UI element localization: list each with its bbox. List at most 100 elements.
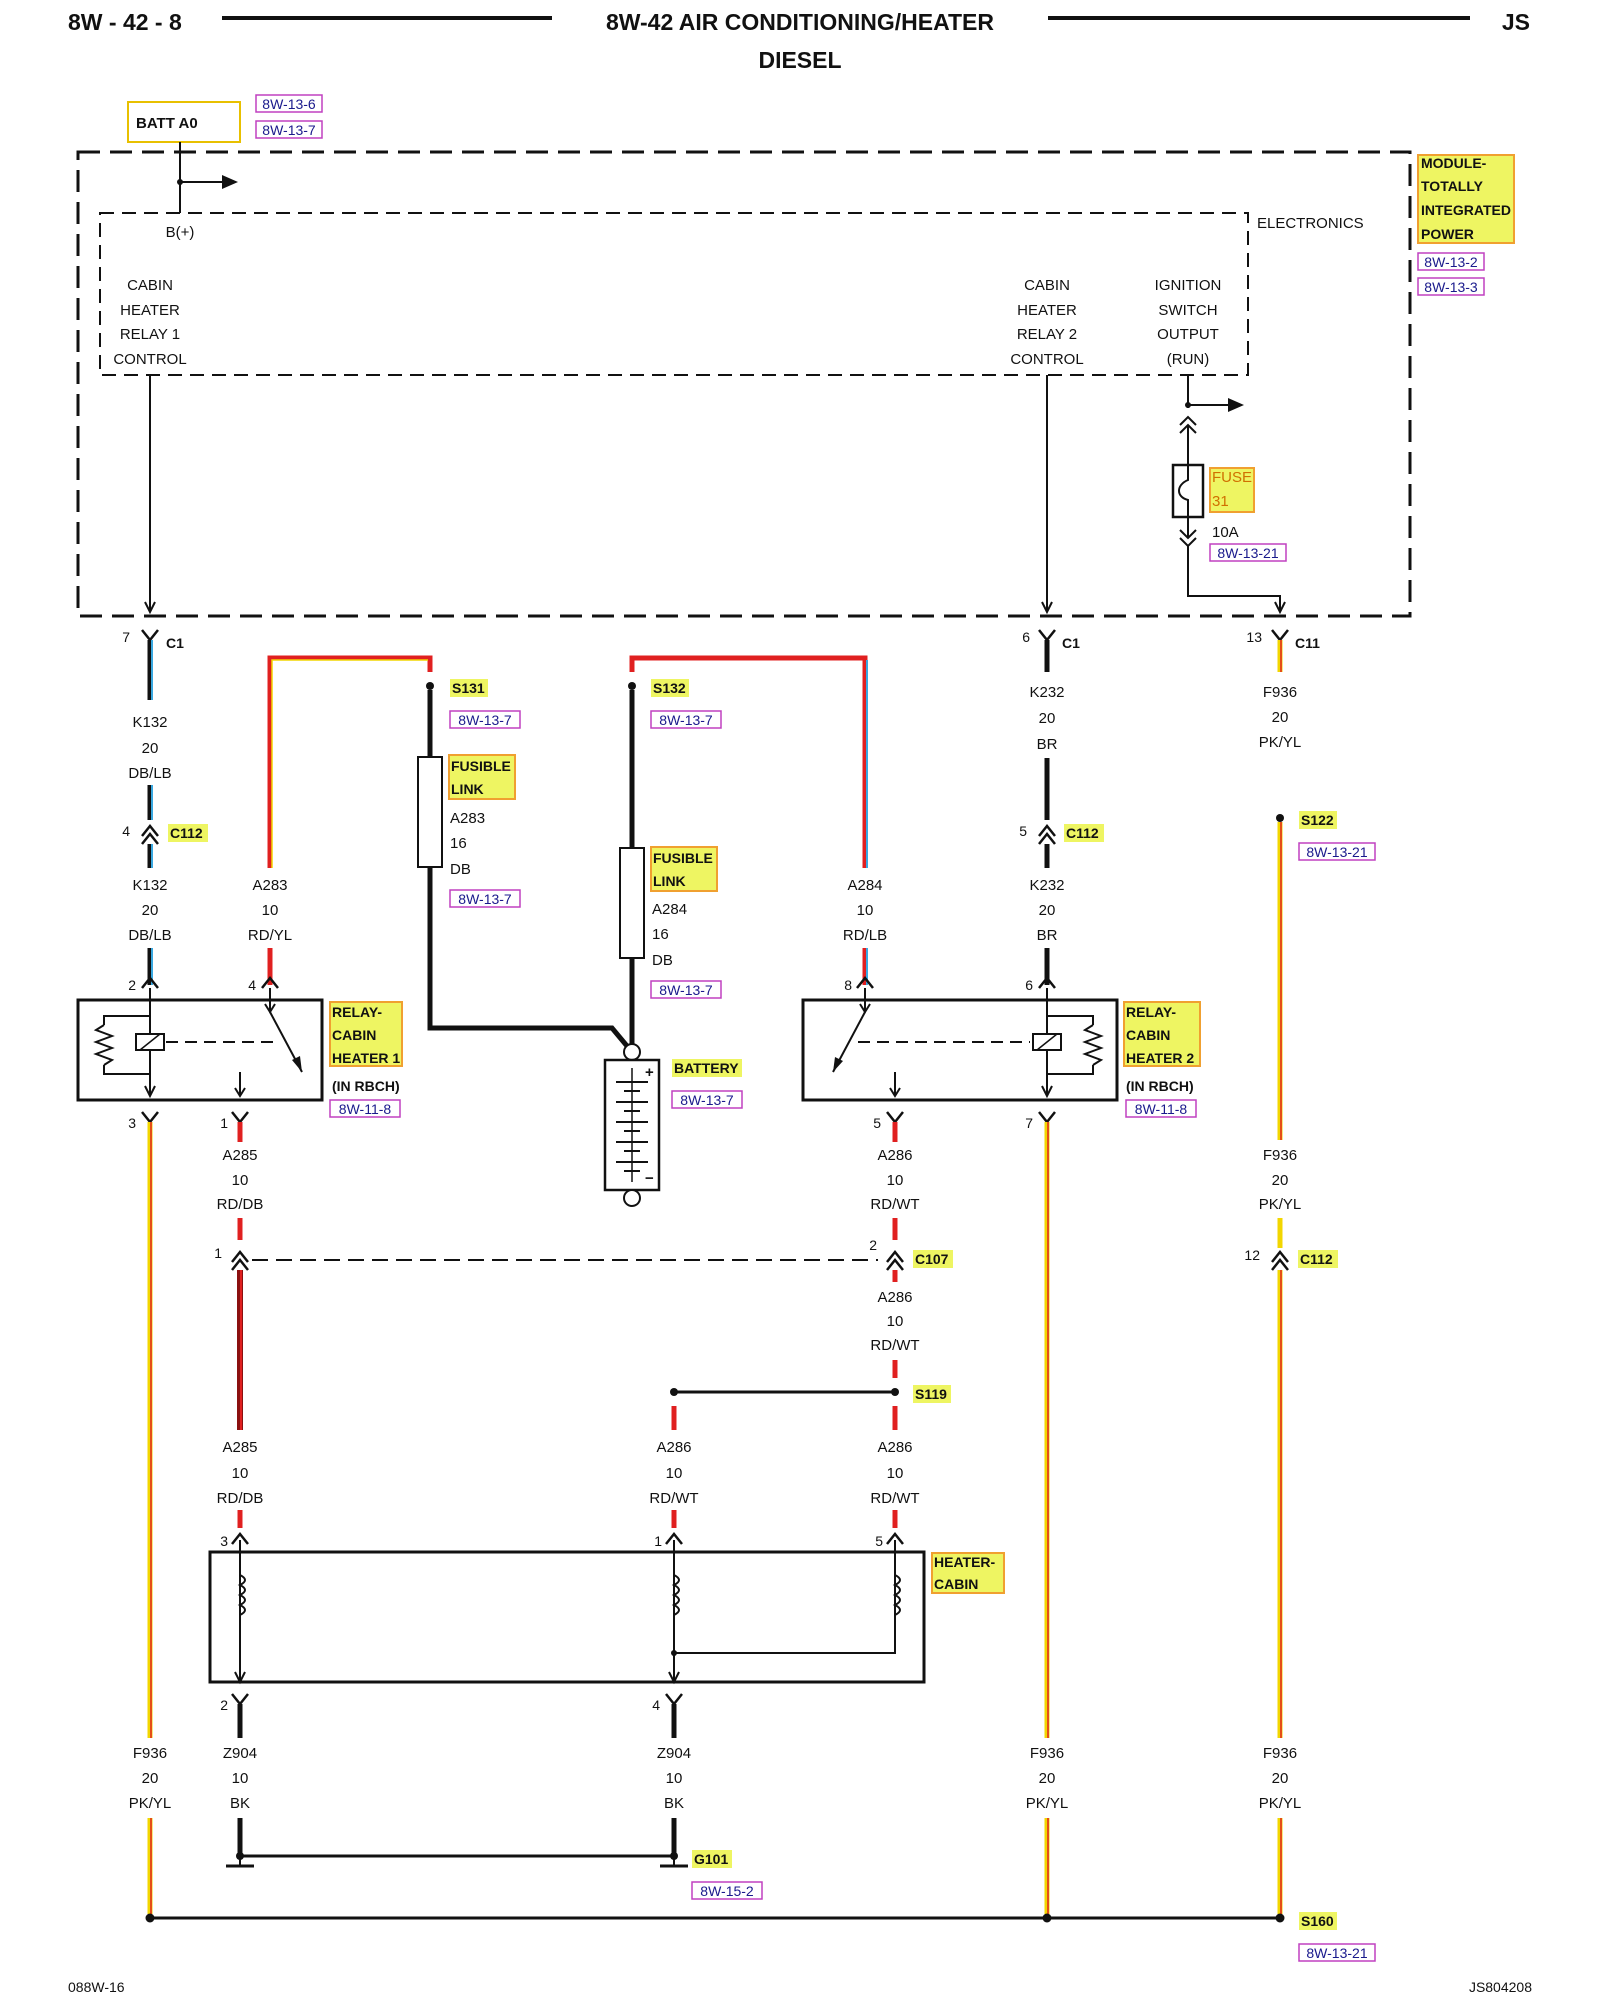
ref-box[interactable] (255, 120, 323, 139)
ref-box[interactable] (329, 1099, 401, 1118)
ref-box[interactable] (1298, 842, 1376, 861)
splice-name: S131 (452, 680, 485, 696)
splice-dot (426, 682, 434, 690)
relay2-name: HEATER 2 (1126, 1050, 1194, 1066)
splice-dot (1276, 814, 1284, 822)
splice-name-highlight (450, 679, 488, 697)
fuse-name-highlight (1209, 467, 1255, 513)
wire-circuit: F936 (133, 1745, 167, 1762)
ref-link[interactable]: 8W-13-7 (262, 122, 316, 138)
ignition-output-label: SWITCH (1158, 302, 1217, 319)
connector-terminal-icon (886, 1257, 904, 1271)
ref-link[interactable]: 8W-13-2 (1424, 254, 1478, 270)
wire-circuit: F936 (1030, 1745, 1064, 1762)
ignition-node (1185, 402, 1191, 408)
wire-color: PK/YL (1259, 734, 1302, 751)
fusible-link-name: FUSIBLE (451, 758, 511, 774)
wire-gauge: 20 (1272, 1770, 1289, 1787)
ref-link[interactable]: 8W-13-21 (1217, 545, 1278, 561)
wire-gauge: 10 (232, 1770, 249, 1787)
fusible-link-name: LINK (451, 781, 484, 797)
relay1-control-label: RELAY 1 (120, 326, 180, 343)
ref-box[interactable] (1417, 277, 1485, 296)
wire-gauge: 10 (666, 1465, 683, 1482)
ref-box[interactable] (650, 980, 722, 999)
pin-number: 2 (128, 977, 136, 993)
battery-name-highlight (672, 1059, 742, 1077)
wire-color: BR (1037, 736, 1058, 753)
wire-gauge: 10 (887, 1313, 904, 1330)
heater-name: CABIN (934, 1576, 978, 1592)
ref-link[interactable]: 8W-11-8 (339, 1101, 392, 1117)
wire-gauge: 10 (232, 1465, 249, 1482)
pin-number: 6 (1022, 629, 1030, 645)
battery-name: BATTERY (674, 1060, 739, 1076)
ref-box[interactable] (1125, 1099, 1197, 1118)
wire-circuit: F936 (1263, 1745, 1297, 1762)
arrow-icon (234, 1671, 246, 1685)
arrow-icon (668, 1671, 680, 1685)
battery-terminal-negative (623, 1189, 641, 1207)
module-name-line: INTEGRATED (1421, 202, 1511, 218)
ref-link[interactable]: 8W-13-7 (458, 712, 512, 728)
page-title: 8W-42 AIR CONDITIONING/HEATER (606, 9, 994, 35)
relay2-location: (IN RBCH) (1126, 1078, 1194, 1094)
page-subtitle: DIESEL (758, 47, 841, 73)
relay1-name-highlight (329, 1001, 403, 1067)
ignition-output-label: OUTPUT (1157, 326, 1219, 343)
ref-box[interactable] (1209, 543, 1287, 562)
ref-link[interactable]: 8W-13-7 (458, 891, 512, 907)
connector-terminal-icon (1038, 831, 1056, 845)
ref-link[interactable]: 8W-13-7 (680, 1092, 734, 1108)
relay1-name: CABIN (332, 1027, 376, 1043)
wire-a283 (267, 655, 433, 868)
ref-box[interactable] (1417, 252, 1485, 271)
module-name-line: TOTALLY (1421, 178, 1484, 194)
ref-link[interactable]: 8W-13-21 (1306, 844, 1367, 860)
ref-box[interactable] (671, 1090, 743, 1109)
arrow-icon (1041, 1085, 1053, 1099)
relay1-name: HEATER 1 (332, 1050, 400, 1066)
ref-box[interactable] (1298, 1943, 1376, 1962)
ref-link[interactable]: 8W-13-7 (659, 982, 713, 998)
connector-terminal-icon (141, 629, 159, 643)
ref-box[interactable] (255, 94, 323, 113)
wire-circuit: Z904 (223, 1745, 257, 1762)
ref-box[interactable] (691, 1881, 763, 1900)
splice-name-highlight (913, 1385, 951, 1403)
ref-box[interactable] (449, 889, 521, 908)
connector-terminal-icon (886, 1249, 904, 1263)
ref-link[interactable]: 8W-13-6 (262, 96, 316, 112)
wire-gauge: 20 (142, 1770, 159, 1787)
connector-name-highlight (1064, 824, 1104, 842)
heater-element-icon (237, 1574, 246, 1616)
ref-link[interactable]: 8W-13-3 (1424, 279, 1478, 295)
wire-circuit: A286 (877, 1147, 912, 1164)
ref-link[interactable]: 8W-13-21 (1306, 1945, 1367, 1961)
wire-color: RD/WT (649, 1490, 698, 1507)
connector-name: C107 (915, 1251, 949, 1267)
model-code: JS (1502, 9, 1530, 35)
wire-a284 (629, 655, 868, 868)
heater-element-icon (671, 1574, 680, 1616)
connector-name-highlight (168, 824, 208, 842)
pin-number: 3 (220, 1533, 228, 1549)
pin-number: 2 (220, 1697, 228, 1713)
ref-link[interactable]: 8W-15-2 (700, 1883, 754, 1899)
connector-terminal-icon (1271, 1257, 1289, 1271)
footer-code-right: JS804208 (1469, 1979, 1532, 1995)
fuse-element-icon (1178, 465, 1189, 517)
ref-box[interactable] (449, 710, 521, 729)
splice-dot (670, 1388, 678, 1396)
wire-circuit: K232 (1029, 684, 1064, 701)
relay1-control-label: CONTROL (113, 351, 186, 368)
fuse-rating: 10A (1212, 524, 1239, 541)
wire-circuit: K132 (132, 877, 167, 894)
ref-link[interactable]: 8W-13-7 (659, 712, 713, 728)
ref-box[interactable] (650, 710, 722, 729)
connector-terminal-icon (1038, 975, 1056, 989)
ref-link[interactable]: 8W-11-8 (1135, 1101, 1188, 1117)
bplus-node (177, 179, 183, 185)
wire-color: DB/LB (128, 765, 171, 782)
